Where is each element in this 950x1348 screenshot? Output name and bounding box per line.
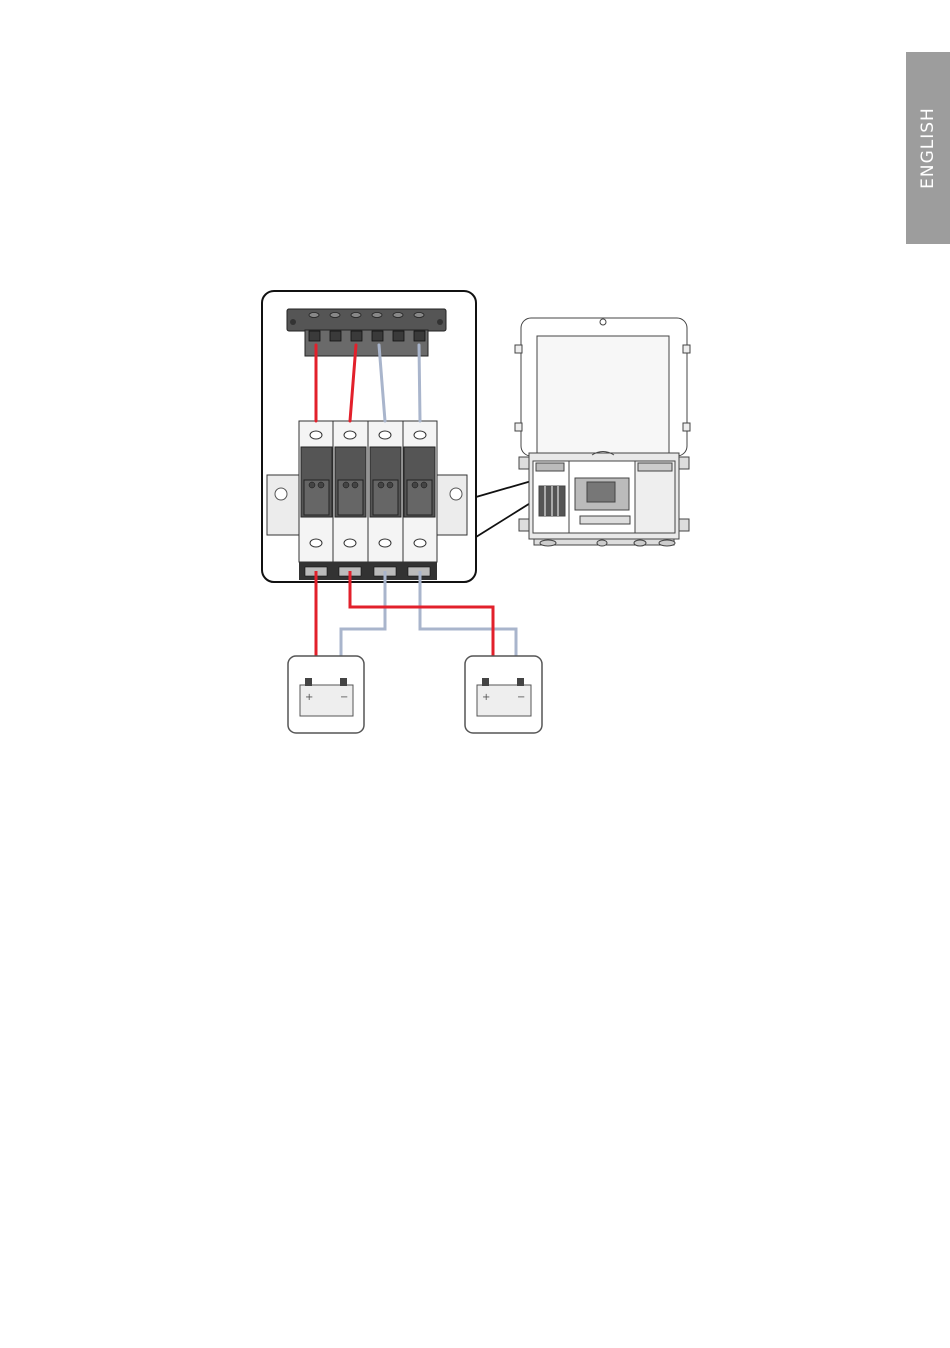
battery-plus-symbol: + (482, 692, 490, 703)
battery-2: + − (465, 656, 542, 733)
negative-wire (419, 345, 420, 421)
negative-wire (420, 571, 516, 656)
battery-plus-symbol: + (305, 692, 313, 703)
battery-minus-symbol: − (517, 692, 525, 703)
battery-1: + − (288, 656, 364, 733)
terminal-block (287, 309, 446, 356)
negative-wire (341, 571, 385, 656)
battery-minus-symbol: − (340, 692, 348, 703)
callout-line (476, 480, 535, 497)
din-rail-screw-right (450, 488, 462, 500)
fuse-holders (299, 421, 437, 580)
inverter-illustration (515, 318, 690, 546)
din-rail-screw-left (275, 488, 287, 500)
